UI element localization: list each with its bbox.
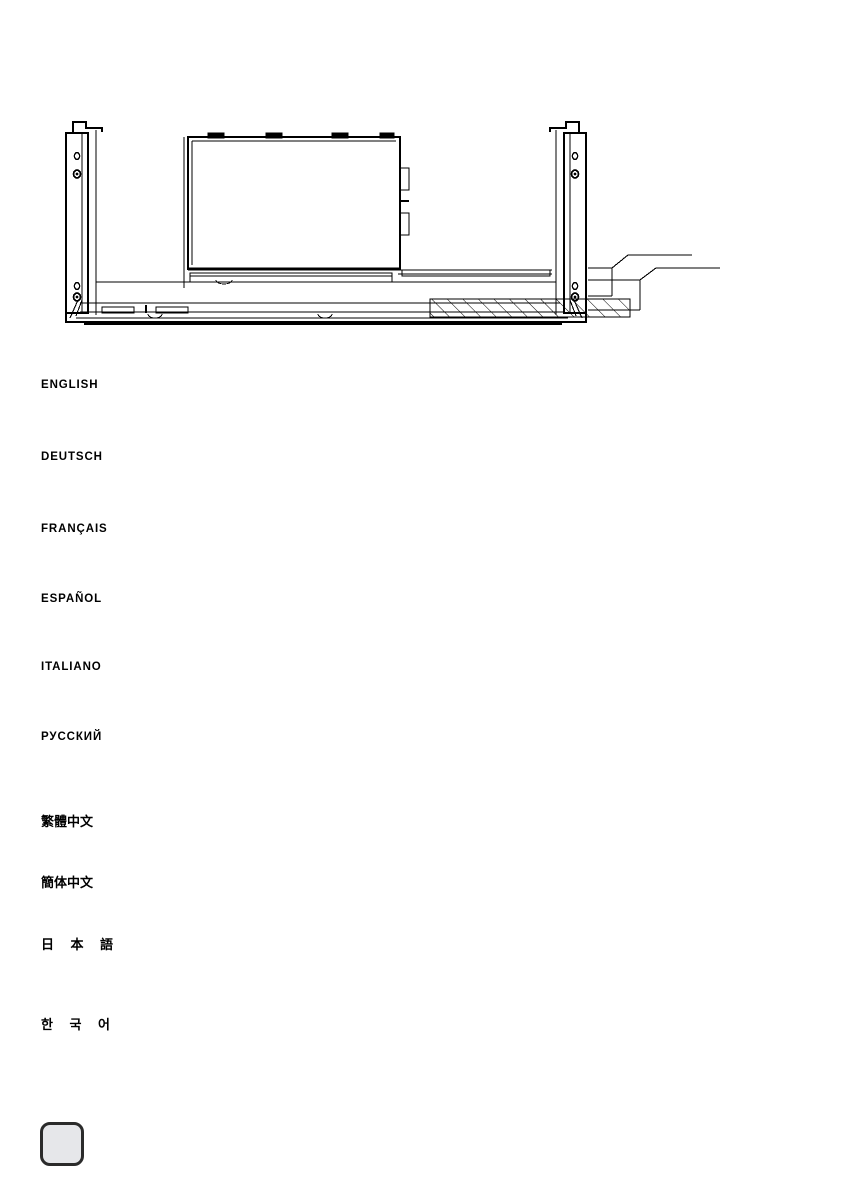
figure-svg — [64, 120, 720, 326]
language-entry-italiano[interactable]: ITALIANO — [41, 661, 102, 673]
left-bracket-icon — [64, 120, 104, 319]
language-entry-russkiy[interactable]: РУССКИЙ — [41, 731, 103, 743]
right-bracket-icon — [548, 120, 588, 319]
bracket-inner-channels — [95, 130, 557, 315]
language-entry-english[interactable]: ENGLISH — [41, 379, 99, 391]
base-rail — [65, 279, 587, 326]
hatched-section — [429, 298, 631, 318]
language-entry-simplified-chinese[interactable]: 簡体中文 — [41, 876, 94, 891]
display-mount-assembly-figure — [40, 110, 720, 350]
language-entry-traditional-chinese[interactable]: 繁體中文 — [41, 815, 94, 830]
page-corner-marker — [40, 1122, 84, 1166]
language-entry-francais[interactable]: FRANÇAIS — [41, 523, 108, 535]
language-entry-korean[interactable]: 한 국 어 — [41, 1018, 116, 1033]
language-entry-deutsch[interactable]: DEUTSCH — [41, 451, 103, 463]
language-entry-espanol[interactable]: ESPAÑOL — [41, 593, 103, 605]
language-entry-japanese[interactable]: 日 本 語 — [41, 938, 120, 953]
display-panel — [183, 132, 410, 288]
shelf-rails — [96, 269, 556, 283]
callout-leader-lines — [588, 254, 720, 311]
